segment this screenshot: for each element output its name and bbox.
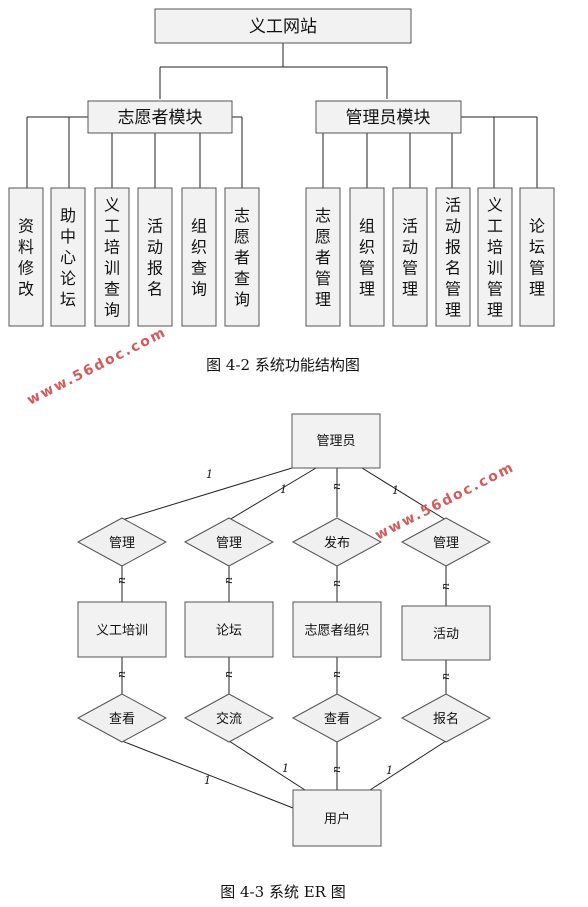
entity-admin-label: 管理员 — [316, 434, 355, 449]
relation-top-label: 管理 — [109, 536, 135, 551]
relation-top-label: 管理 — [433, 536, 459, 551]
relation-top: 管理 — [400, 517, 492, 567]
admin-item-node: 组织管理 — [349, 187, 385, 327]
admin-item-node-label: 活动报名管理 — [445, 196, 461, 320]
er-connectors — [121, 467, 447, 809]
cardinality-n: n — [115, 577, 128, 584]
admin-item-node-label: 活动管理 — [402, 217, 418, 299]
relation-bottom: 报名 — [400, 693, 492, 743]
tree-connectors — [26, 43, 538, 188]
relation-top-label: 发布 — [324, 535, 350, 551]
er-diagram: 1 1 1 n n n n n n n n n 1 1 n 1 管理员 用户 管… — [76, 413, 492, 901]
figure-4-2-caption: 图 4-2 系统功能结构图 — [206, 356, 360, 374]
volunteer-item-node: 义工培训查询 — [94, 187, 130, 327]
entity-volunteer-org: 志愿者组织 — [292, 601, 382, 658]
leaf-nodes: 资料修改 助中心论坛 义工培训查询 活动报名 组织查询 志愿者查询 志愿者管理 组织管理 活动管… — [8, 187, 555, 327]
cardinality-n: n — [330, 766, 343, 773]
volunteer-item-node-label: 活动报名 — [147, 217, 163, 299]
watermark: www.56doc.com — [25, 324, 170, 408]
cardinality-1: 1 — [282, 762, 289, 775]
entity-user-label: 用户 — [324, 811, 350, 827]
cardinality-1: 1 — [204, 774, 211, 787]
function-structure-diagram: 义工网站 志愿者模块 管理员模块 资料修改 助中心论坛 义工培训查询 活动报名 组织查询… — [8, 8, 555, 374]
entity-training-label: 义工培训 — [96, 623, 148, 639]
admin-item-node: 活动管理 — [392, 187, 428, 327]
relation-bottom-label: 报名 — [433, 711, 459, 727]
relation-top: 发布 — [291, 517, 383, 567]
root-node: 义工网站 — [154, 8, 412, 44]
root-label: 义工网站 — [249, 17, 317, 37]
cardinality-n: n — [439, 673, 452, 680]
relation-top-label: 管理 — [216, 536, 242, 551]
admin-item-node-label: 组织管理 — [359, 217, 375, 299]
volunteer-module-node: 志愿者模块 — [87, 100, 233, 134]
relation-bottom-label: 交流 — [216, 711, 242, 727]
cardinality-n: n — [222, 577, 235, 584]
volunteer-item-node: 组织查询 — [181, 187, 217, 327]
cardinality-n: n — [439, 583, 452, 590]
volunteer-item-node-label: 志愿者查询 — [234, 206, 250, 309]
volunteer-item-node: 志愿者查询 — [224, 187, 260, 327]
volunteer-item-node-label: 义工培训查询 — [104, 196, 120, 320]
relation-top: 管理 — [183, 517, 275, 567]
relation-bottom-label: 查看 — [109, 711, 135, 727]
entity-forum-label: 论坛 — [216, 624, 242, 639]
admin-item-node: 论坛管理 — [519, 187, 555, 327]
relation-top: 管理 — [76, 517, 168, 567]
entity-volunteer-org-label: 志愿者组织 — [304, 624, 369, 639]
cardinality-1: 1 — [392, 484, 399, 497]
cardinality-1: 1 — [386, 764, 393, 777]
volunteer-item-node-label: 组织查询 — [191, 217, 207, 299]
volunteer-item-node: 助中心论坛 — [50, 187, 86, 327]
admin-item-node-label: 义工培训管理 — [487, 196, 503, 320]
admin-item-node: 活动报名管理 — [435, 187, 471, 327]
admin-module-label: 管理员模块 — [346, 108, 431, 128]
cardinality-n: n — [330, 671, 343, 678]
entity-activity: 活动 — [401, 605, 491, 661]
volunteer-item-node-label: 助中心论坛 — [60, 206, 76, 309]
cardinality-n: n — [222, 671, 235, 678]
volunteer-item-node: 活动报名 — [137, 187, 173, 327]
entity-admin: 管理员 — [291, 413, 381, 469]
relation-bottom: 查看 — [76, 693, 168, 743]
entity-forum: 论坛 — [184, 601, 274, 658]
volunteer-item-node: 资料修改 — [8, 187, 44, 327]
admin-item-node-label: 志愿者管理 — [315, 206, 331, 309]
cardinality-n: n — [330, 580, 343, 587]
entity-training: 义工培训 — [77, 601, 167, 658]
volunteer-item-node-label: 资料修改 — [18, 217, 34, 299]
cardinality-1: 1 — [280, 483, 287, 496]
relation-bottom-label: 查看 — [324, 711, 350, 727]
cardinality-labels: 1 1 1 n n n n n n n n n 1 1 n 1 — [115, 468, 452, 787]
admin-item-node-label: 论坛管理 — [529, 217, 545, 299]
entity-user: 用户 — [292, 789, 382, 847]
relation-bottom: 查看 — [291, 693, 383, 743]
admin-item-node: 志愿者管理 — [305, 187, 341, 327]
relation-bottom: 交流 — [183, 693, 275, 743]
volunteer-module-label: 志愿者模块 — [118, 108, 203, 128]
admin-module-node: 管理员模块 — [315, 100, 462, 134]
cardinality-n: n — [115, 671, 128, 678]
admin-item-node: 义工培训管理 — [477, 187, 513, 327]
cardinality-n: n — [330, 483, 343, 490]
cardinality-1: 1 — [206, 468, 213, 481]
entity-activity-label: 活动 — [433, 627, 459, 642]
figure-4-3-caption: 图 4-3 系统 ER 图 — [220, 883, 345, 901]
